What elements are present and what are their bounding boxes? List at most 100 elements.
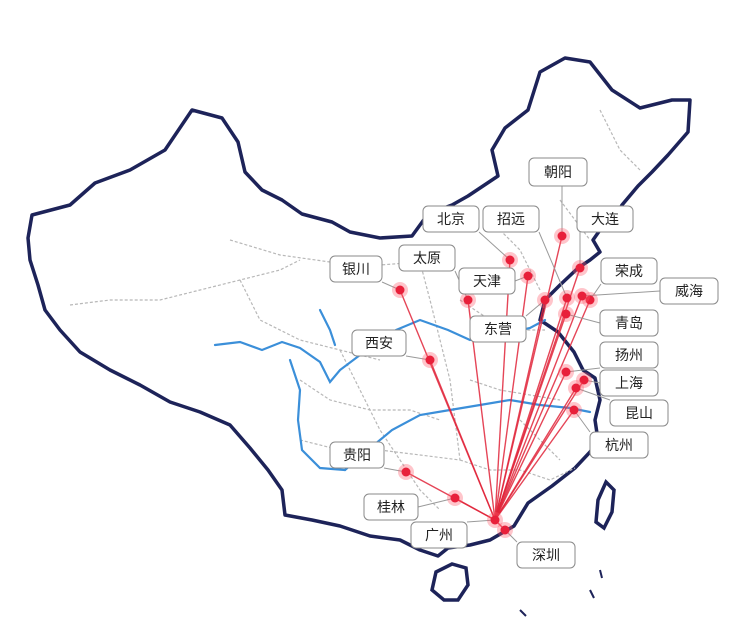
city-marker-zhaoyuan[interactable] — [562, 293, 572, 303]
city-label-text: 青岛 — [615, 316, 643, 332]
leader-line-weihai — [581, 290, 661, 297]
city-marker-taiyuan[interactable] — [463, 295, 473, 305]
city-label-box — [659, 277, 719, 305]
city-marker-shanghai[interactable] — [579, 375, 589, 385]
city-marker-guangzhou[interactable] — [490, 515, 500, 525]
city-label-beijing[interactable]: 北京 — [422, 205, 480, 233]
city-label-shenzhen[interactable]: 深圳 — [516, 541, 576, 569]
city-label-text: 贵阳 — [343, 448, 371, 464]
city-label-tianjin[interactable]: 天津 — [458, 267, 516, 295]
city-marker-hangzhou[interactable] — [569, 405, 579, 415]
route-line-qingdao — [494, 313, 567, 521]
city-marker-tianjin[interactable] — [523, 271, 533, 281]
route-line-guilin — [454, 497, 496, 521]
city-label-box — [329, 441, 385, 469]
route-line-yangzhou — [494, 371, 567, 521]
city-label-text: 大连 — [591, 212, 619, 228]
city-label-text: 荣成 — [615, 264, 643, 280]
city-label-box — [609, 399, 669, 427]
city-marker-beijing[interactable] — [505, 255, 515, 265]
city-label-box — [410, 521, 468, 549]
city-label-chaoyang[interactable]: 朝阳 — [528, 157, 588, 187]
city-label-box — [469, 315, 527, 343]
city-marker-kunshan[interactable] — [571, 383, 581, 393]
city-label-text: 朝阳 — [544, 165, 572, 181]
city-label-weihai[interactable]: 威海 — [659, 277, 719, 305]
city-label-text: 桂林 — [377, 500, 405, 516]
city-label-text: 昆山 — [625, 406, 653, 422]
leader-line-yangzhou — [565, 367, 601, 373]
city-label-box — [516, 541, 576, 569]
city-marker-xian[interactable] — [425, 355, 435, 365]
city-label-guiyang[interactable]: 贵阳 — [329, 441, 385, 469]
leader-line-zhaoyuan — [538, 231, 568, 299]
city-label-box — [458, 267, 516, 295]
city-label-text: 东营 — [484, 322, 512, 338]
hainan-island — [430, 562, 470, 602]
city-label-text: 上海 — [615, 376, 643, 392]
city-label-guilin[interactable]: 桂林 — [363, 493, 419, 521]
leader-line-guangzhou — [466, 519, 496, 523]
leader-line-guilin — [417, 497, 456, 508]
city-marker-shenzhen[interactable] — [500, 525, 510, 535]
city-label-text: 广州 — [425, 528, 453, 544]
city-label-dalian[interactable]: 大连 — [576, 205, 634, 233]
route-line-kunshan — [494, 387, 577, 521]
route-line-hangzhou — [494, 409, 575, 521]
city-marker-guilin[interactable] — [450, 493, 460, 503]
city-label-kunshan[interactable]: 昆山 — [609, 399, 669, 427]
city-markers — [392, 228, 598, 538]
city-label-zhaoyuan[interactable]: 招远 — [482, 205, 540, 233]
city-label-box — [398, 244, 456, 272]
city-label-box — [528, 157, 588, 187]
route-line-beijing — [494, 259, 511, 521]
leader-line-beijing — [478, 231, 511, 261]
city-label-yangzhou[interactable]: 扬州 — [599, 341, 659, 369]
city-marker-weihai[interactable] — [577, 291, 587, 301]
city-label-box — [576, 205, 634, 233]
route-line-rongcheng — [494, 299, 591, 521]
city-label-dongying[interactable]: 东营 — [469, 315, 527, 343]
route-line-weihai — [494, 295, 583, 521]
city-label-taiyuan[interactable]: 太原 — [398, 244, 456, 272]
leader-line-hangzhou — [573, 409, 591, 433]
city-label-box — [351, 329, 407, 357]
city-label-yinchuan[interactable]: 银川 — [329, 255, 383, 283]
city-label-hangzhou[interactable]: 杭州 — [589, 431, 649, 459]
city-label-box — [599, 369, 659, 397]
city-label-box — [482, 205, 540, 233]
city-label-guangzhou[interactable]: 广州 — [410, 521, 468, 549]
city-label-rongcheng[interactable]: 荣成 — [600, 257, 658, 285]
city-label-text: 北京 — [437, 212, 465, 228]
city-label-text: 招远 — [497, 212, 525, 228]
city-label-qingdao[interactable]: 青岛 — [599, 309, 659, 337]
city-marker-rongcheng[interactable] — [585, 295, 595, 305]
city-label-text: 深圳 — [532, 548, 560, 564]
city-marker-dalian[interactable] — [575, 263, 585, 273]
city-marker-guiyang[interactable] — [401, 467, 411, 477]
route-line-xian — [429, 359, 496, 521]
city-marker-yangzhou[interactable] — [561, 367, 571, 377]
city-label-text: 威海 — [675, 284, 703, 300]
leader-line-qingdao — [565, 313, 601, 324]
city-label-text: 太原 — [413, 251, 441, 267]
city-marker-qingdao[interactable] — [561, 309, 571, 319]
city-marker-dongying[interactable] — [540, 295, 550, 305]
city-label-box — [422, 205, 480, 233]
city-label-text: 银川 — [342, 262, 370, 278]
city-label-text: 杭州 — [605, 438, 633, 454]
city-label-xian[interactable]: 西安 — [351, 329, 407, 357]
city-label-text: 天津 — [473, 274, 501, 290]
city-label-shanghai[interactable]: 上海 — [599, 369, 659, 397]
taiwan-island — [594, 478, 616, 531]
city-label-box — [329, 255, 383, 283]
city-marker-yinchuan[interactable] — [395, 285, 405, 295]
city-label-box — [363, 493, 419, 521]
sea-border-dashes — [519, 569, 603, 617]
city-label-text: 西安 — [365, 336, 393, 352]
city-marker-chaoyang[interactable] — [557, 231, 567, 241]
city-label-box — [600, 257, 658, 285]
city-label-box — [589, 431, 649, 459]
